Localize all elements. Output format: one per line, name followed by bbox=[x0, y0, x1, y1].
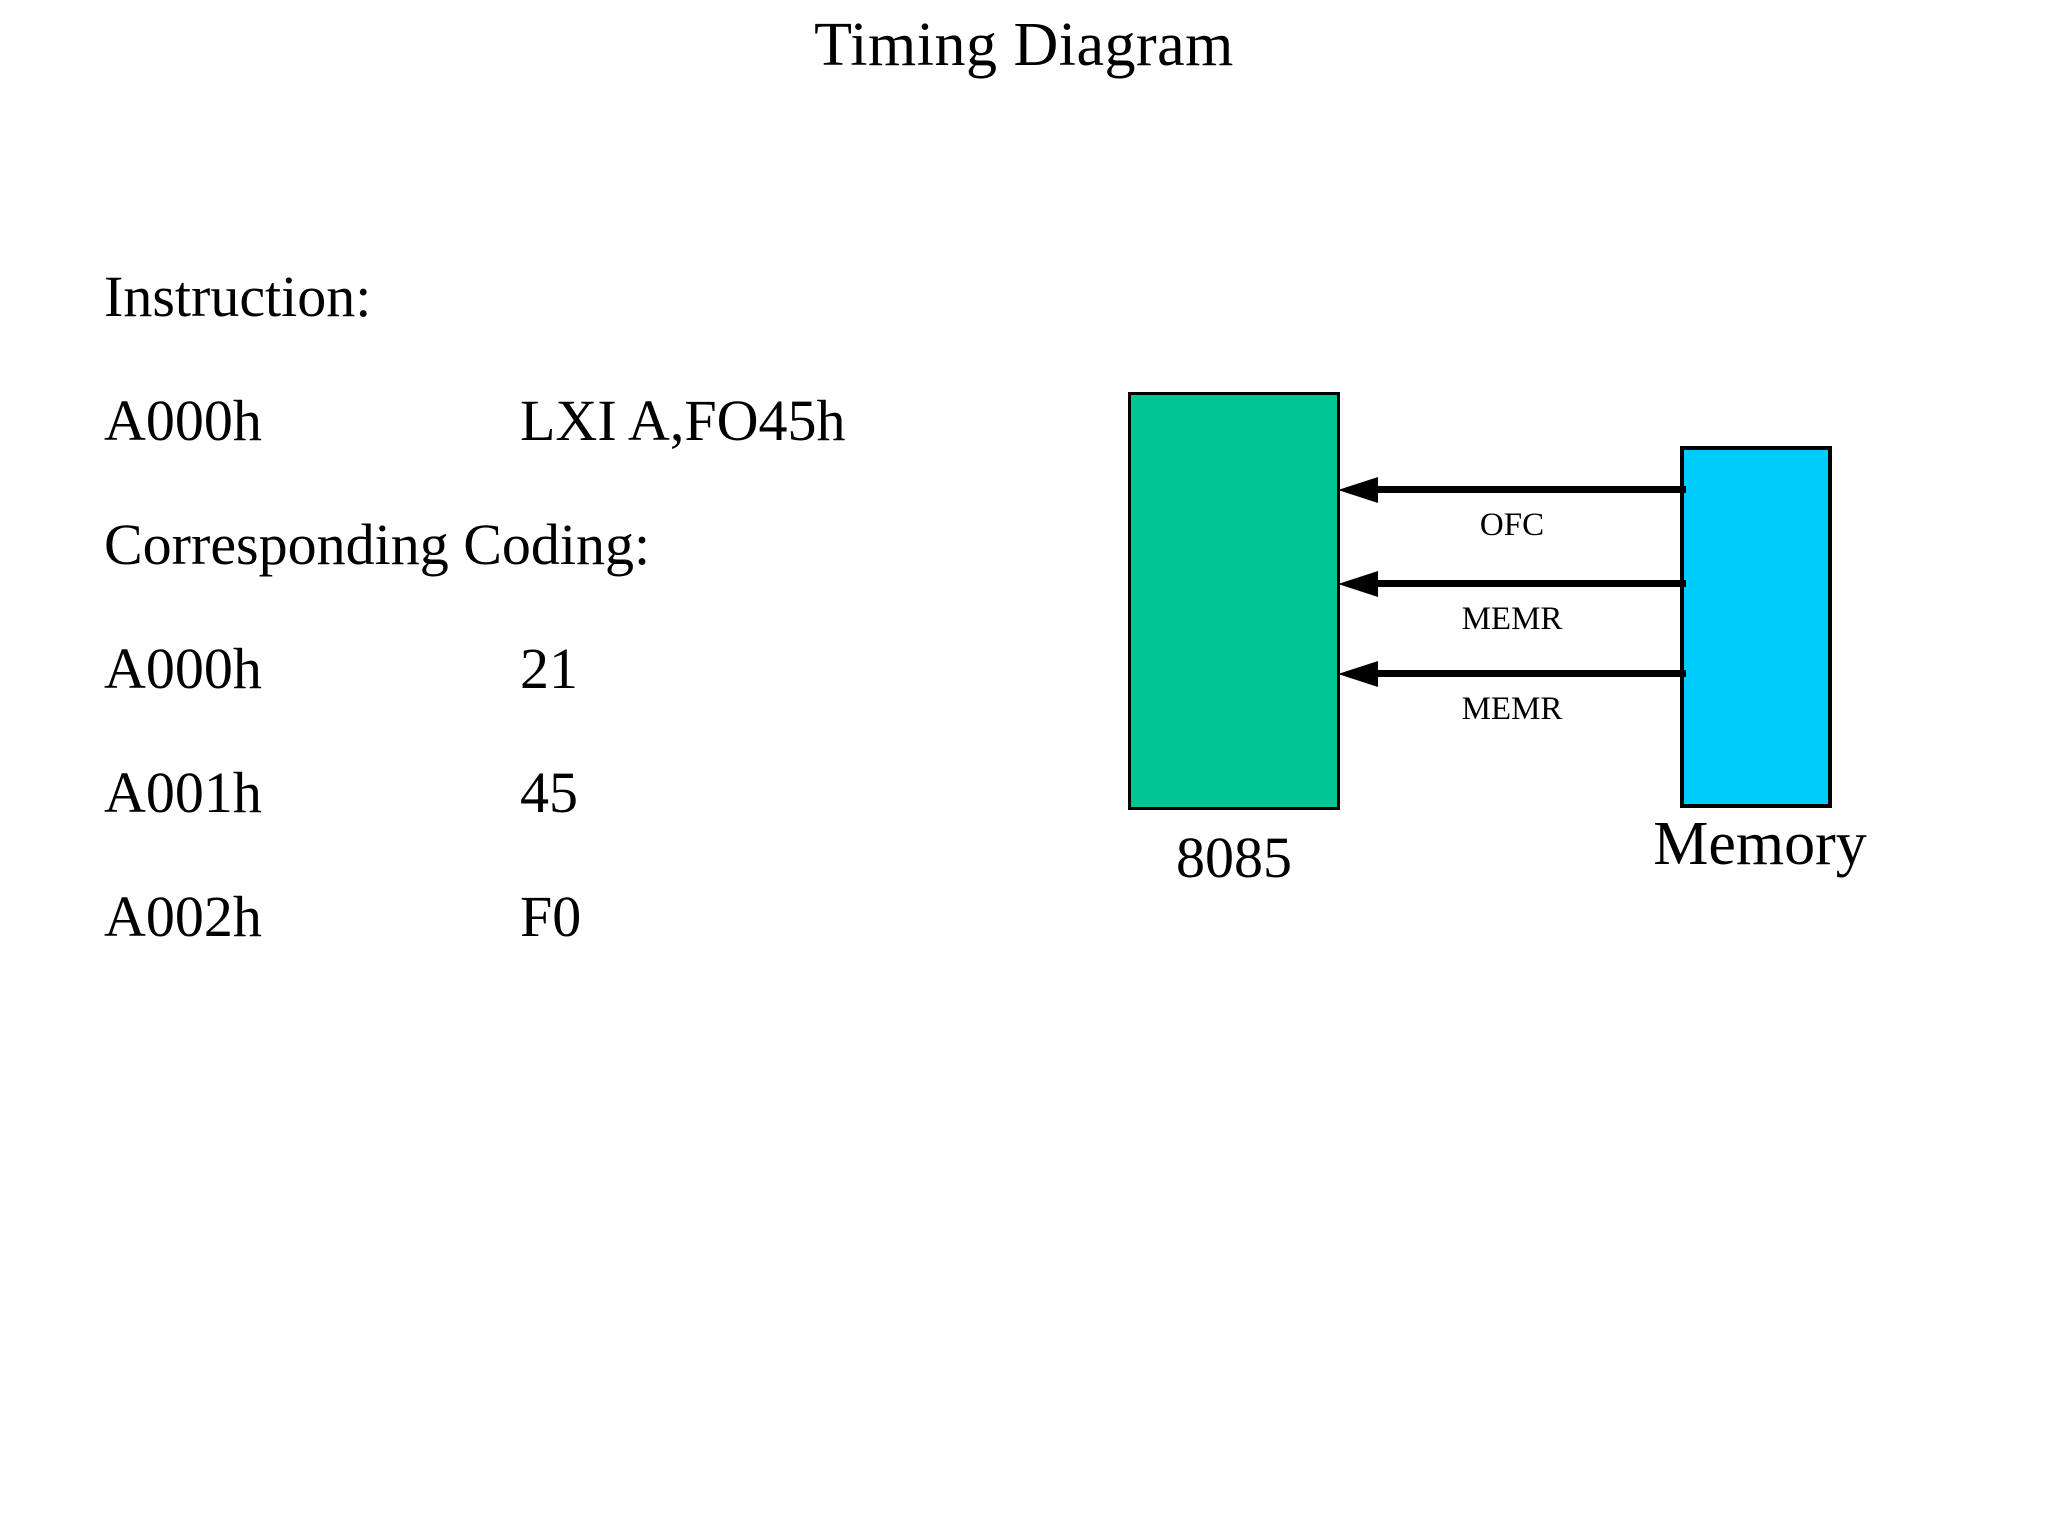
memory-block-label: Memory bbox=[1653, 810, 1867, 878]
arrow-head-left-icon bbox=[1338, 661, 1378, 687]
arrow-head-left-icon bbox=[1338, 571, 1378, 597]
coding-value-1: 21 bbox=[520, 636, 578, 701]
instruction-mnemonic: LXI A,FO45h bbox=[520, 388, 846, 453]
text-row-coding-1: A000h 21 bbox=[104, 607, 964, 731]
coding-heading-label: Corresponding Coding: bbox=[104, 512, 651, 577]
memory-block bbox=[1680, 446, 1832, 808]
cpu-block-8085 bbox=[1128, 392, 1340, 810]
arrow-shaft bbox=[1372, 580, 1686, 587]
arrow-label-memr-2: MEMR bbox=[1461, 691, 1563, 727]
arrow-label-memr-1: MEMR bbox=[1461, 601, 1563, 637]
coding-value-3: F0 bbox=[520, 884, 582, 949]
text-row-coding-heading: Corresponding Coding: bbox=[104, 483, 964, 607]
arrow-shaft bbox=[1372, 670, 1686, 677]
text-row-instruction-heading: Instruction: bbox=[104, 235, 964, 359]
arrow-memr-2 bbox=[1338, 661, 1686, 687]
text-row-coding-3: A002h F0 bbox=[104, 855, 964, 979]
instruction-address: A000h bbox=[104, 388, 262, 453]
text-row-coding-2: A001h 45 bbox=[104, 731, 964, 855]
block-diagram: OFC MEMR MEMR 8085 Memory bbox=[1120, 380, 1940, 950]
arrow-label-ofc: OFC bbox=[1479, 507, 1545, 543]
instruction-heading-label: Instruction: bbox=[104, 264, 372, 329]
arrow-head-left-icon bbox=[1338, 477, 1378, 503]
arrow-ofc bbox=[1338, 477, 1686, 503]
coding-address-1: A000h bbox=[104, 636, 262, 701]
cpu-block-label: 8085 bbox=[1176, 825, 1292, 890]
arrow-memr-1 bbox=[1338, 571, 1686, 597]
instruction-text-block: Instruction: A000h LXI A,FO45h Correspon… bbox=[104, 235, 964, 979]
coding-value-2: 45 bbox=[520, 760, 578, 825]
arrow-shaft bbox=[1372, 486, 1686, 493]
coding-address-2: A001h bbox=[104, 760, 262, 825]
coding-address-3: A002h bbox=[104, 884, 262, 949]
text-row-instruction: A000h LXI A,FO45h bbox=[104, 359, 964, 483]
page-title: Timing Diagram bbox=[814, 11, 1234, 79]
